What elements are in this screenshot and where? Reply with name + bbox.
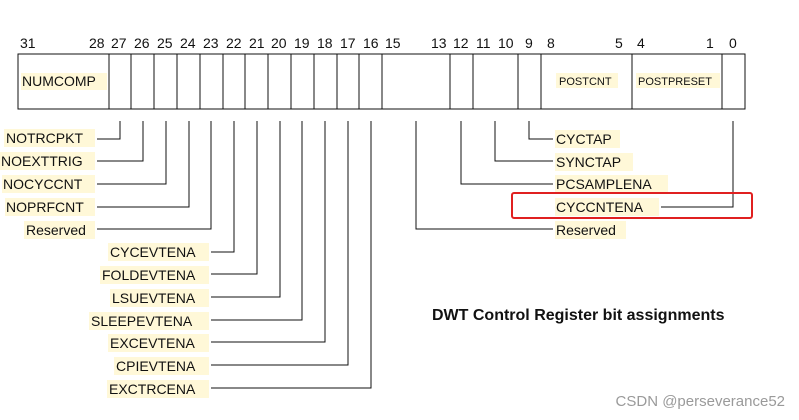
label-cyctap: CYCTAP bbox=[556, 131, 612, 147]
bit-number: 8 bbox=[547, 35, 555, 51]
label-synctap: SYNCTAP bbox=[556, 154, 621, 170]
label-noexttrig: NOEXTTRIG bbox=[1, 153, 83, 169]
bit-number: 26 bbox=[134, 35, 150, 51]
bit-number: 28 bbox=[89, 35, 105, 51]
label-cpievtena: CPIEVTENA bbox=[116, 358, 196, 374]
bit-number: 15 bbox=[385, 35, 401, 51]
watermark: CSDN @perseverance52 bbox=[615, 393, 785, 410]
bit-number: 19 bbox=[294, 35, 310, 51]
bit-number: 4 bbox=[637, 35, 645, 51]
bit-number: 17 bbox=[340, 35, 356, 51]
bit-number: 22 bbox=[226, 35, 242, 51]
label-reserved-right: Reserved bbox=[556, 222, 616, 238]
bit-number: 23 bbox=[203, 35, 219, 51]
bit-number: 18 bbox=[317, 35, 333, 51]
label-exctrcena: EXCTRCENA bbox=[109, 381, 196, 397]
label-nocyccnt: NOCYCCNT bbox=[3, 176, 83, 192]
label-noprfcnt: NOPRFCNT bbox=[6, 199, 84, 215]
label-cycevtena: CYCEVTENA bbox=[110, 244, 196, 260]
bit-number: 11 bbox=[476, 35, 491, 51]
bit-number: 24 bbox=[180, 35, 196, 51]
bit-number: 31 bbox=[20, 35, 36, 51]
bit-number: 27 bbox=[111, 35, 127, 51]
bit-number: 20 bbox=[271, 35, 287, 51]
bit-number: 0 bbox=[729, 35, 737, 51]
bit-number: 12 bbox=[453, 35, 469, 51]
bit-number: 1 bbox=[706, 35, 714, 51]
bottom-leaders bbox=[211, 121, 372, 389]
label-notrcpkt: NOTRCPKT bbox=[6, 130, 83, 146]
label-reserved-left: Reserved bbox=[26, 222, 86, 238]
bit-number: 10 bbox=[498, 35, 514, 51]
label-pcsamplena: PCSAMPLENA bbox=[556, 176, 652, 192]
bit-number-row: 31 28 27 26 25 24 23 22 21 20 19 18 17 1… bbox=[20, 35, 737, 51]
field-postpreset: POSTPRESET bbox=[638, 76, 712, 88]
label-lsuevtena: LSUEVTENA bbox=[112, 290, 196, 306]
field-numcomp: NUMCOMP bbox=[22, 73, 96, 89]
left-leaders bbox=[97, 121, 212, 230]
bit-number: 21 bbox=[249, 35, 265, 51]
bit-number: 9 bbox=[525, 35, 533, 51]
label-excevtena: EXCEVTENA bbox=[110, 335, 195, 351]
register-box bbox=[17, 53, 746, 110]
field-postcnt: POSTCNT bbox=[559, 76, 612, 88]
label-cyccntena: CYCCNTENA bbox=[556, 199, 644, 215]
right-leaders bbox=[415, 121, 734, 230]
highlight-box bbox=[511, 192, 753, 219]
label-sleepevtena: SLEEPEVTENA bbox=[91, 313, 193, 329]
bit-number: 5 bbox=[615, 35, 623, 51]
bit-number: 16 bbox=[363, 35, 379, 51]
diagram-caption: DWT Control Register bit assignments bbox=[432, 307, 725, 324]
bit-number: 25 bbox=[157, 35, 173, 51]
bit-number: 13 bbox=[431, 35, 447, 51]
label-foldevtena: FOLDEVTENA bbox=[102, 267, 196, 283]
